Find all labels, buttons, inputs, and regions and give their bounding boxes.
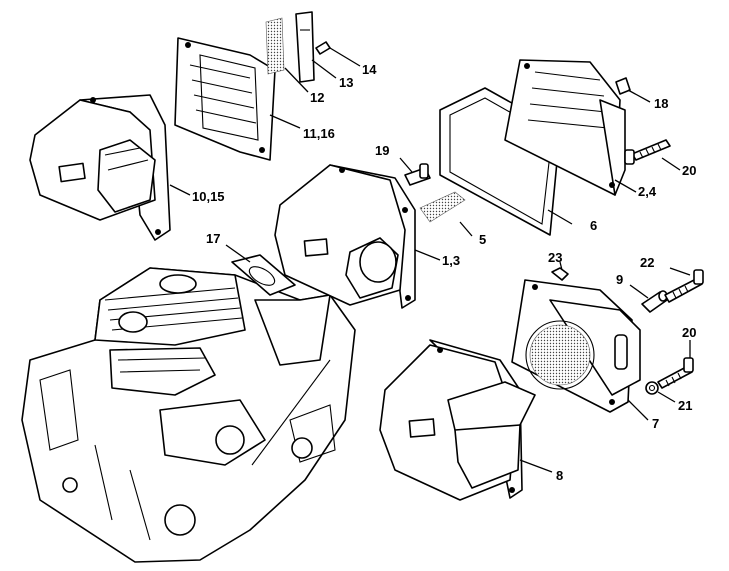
screw-20-upper (624, 139, 671, 165)
screw-22 (664, 269, 704, 303)
screw-18 (615, 77, 631, 95)
screw-19 (404, 163, 431, 186)
muffler-1-3 (274, 164, 416, 309)
callout-6: 6 (590, 218, 597, 233)
callout-20-upper: 20 (682, 163, 696, 178)
callout-20-lower: 20 (682, 325, 696, 340)
gasket-17 (231, 254, 296, 296)
muffler-8 (379, 339, 536, 501)
engine-crankcase (21, 267, 356, 563)
nut-23 (551, 267, 569, 281)
callout-17: 17 (206, 231, 220, 246)
callout-13: 13 (339, 75, 353, 90)
callout-labels: 14 13 12 11,16 10,15 19 17 1,3 5 6 18 20… (192, 62, 696, 483)
screen-5 (419, 191, 466, 223)
callout-9: 9 (616, 272, 623, 287)
callout-8: 8 (556, 468, 563, 483)
sleeve-9 (641, 290, 668, 313)
clip-13 (295, 11, 315, 83)
heat-shield-2-4 (504, 59, 626, 196)
callout-2-4: 2,4 (638, 184, 657, 199)
callout-12: 12 (310, 90, 324, 105)
muffler-10-15 (29, 94, 171, 241)
callout-7: 7 (652, 416, 659, 431)
washer-21 (645, 381, 659, 395)
screen-12 (265, 17, 285, 75)
callout-18: 18 (654, 96, 668, 111)
callout-14: 14 (362, 62, 377, 77)
callout-23: 23 (548, 250, 562, 265)
callout-1-3: 1,3 (442, 253, 460, 268)
callout-5: 5 (479, 232, 486, 247)
callout-10-15: 10,15 (192, 189, 225, 204)
callout-19: 19 (375, 143, 389, 158)
callout-21: 21 (678, 398, 692, 413)
flange-7 (511, 279, 641, 413)
callout-11-16: 11,16 (303, 126, 335, 141)
leader-lines (169, 47, 691, 473)
screw-14 (315, 41, 331, 55)
callout-22: 22 (640, 255, 654, 270)
heat-shield-11-16 (174, 37, 276, 161)
screw-20-lower (657, 357, 694, 389)
